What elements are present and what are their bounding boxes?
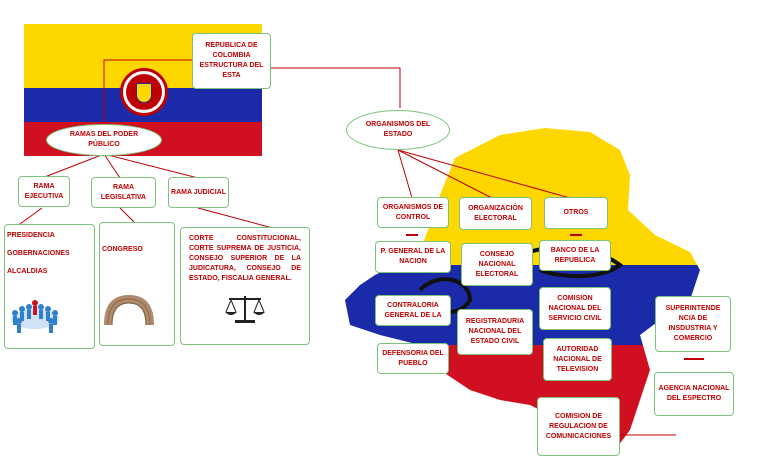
rama-judicial-node: RAMA JUDICIAL xyxy=(168,177,229,208)
otros-item-superintendencia: SUPERINTENDE NCIA DE INSDUSTRIA Y COMERC… xyxy=(655,296,731,352)
otros-item-label: AGENCIA NACIONAL DEL ESPECTRO xyxy=(658,385,730,402)
rama-judicial-label: RAMA JUDICIAL xyxy=(171,188,226,196)
coat-of-arms-emblem xyxy=(120,68,168,116)
control-item-procuraduria: P. GENERAL DE LA NACION xyxy=(375,241,451,273)
control-item-label: DEFENSORIA DEL PUEBLO xyxy=(382,349,444,367)
connector-legislativa-content xyxy=(119,207,135,223)
otros-label: OTROS xyxy=(563,209,589,216)
control-item-defensoria: DEFENSORIA DEL PUEBLO xyxy=(377,343,449,374)
electoral-label: ORGANIZACIÓN ELECTORAL xyxy=(468,204,523,222)
electoral-node: ORGANIZACIÓN ELECTORAL xyxy=(459,197,532,230)
connector-organismos-control xyxy=(397,149,413,199)
scales-icon xyxy=(225,296,265,323)
ejecutiva-item: GOBERNACIONES xyxy=(7,250,70,257)
control-label: ORGANISMOS DE CONTROL xyxy=(382,203,444,221)
otros-item-agencia: AGENCIA NACIONAL DEL ESPECTRO xyxy=(654,372,734,416)
otros-item-label: COMISION DE REGULACION DE COMUNICACIONES xyxy=(545,412,612,440)
judicial-item: CORTE CONSTITUCIONAL, CORTE SUPREMA DE J… xyxy=(189,235,301,282)
judicial-content: CORTE CONSTITUCIONAL, CORTE SUPREMA DE J… xyxy=(180,227,310,345)
otros-node: OTROS xyxy=(544,197,608,229)
legislativa-content: CONGRESO xyxy=(99,222,175,346)
control-separator xyxy=(406,234,418,236)
rama-legislativa-node: RAMA LEGISLATIVA xyxy=(91,177,156,208)
connector-judicial-content xyxy=(197,207,281,231)
root-node: REPUBLICA DE COLOMBIA ESTRUCTURA DEL EST… xyxy=(192,33,271,89)
otros-item-comunicaciones: COMISION DE REGULACION DE COMUNICACIONES xyxy=(537,397,620,456)
otros-item-label: BANCO DE LA REPUBLICA xyxy=(550,246,600,264)
otros-item-servicio-civil: COMISION NACIONAL DEL SERVICIO CIVIL xyxy=(539,287,611,330)
people-group-icon xyxy=(11,300,59,333)
connector-ramas-legislativa xyxy=(103,153,121,179)
rama-ejecutiva-label: RAMA EJECUTIVA xyxy=(24,182,64,200)
electoral-item-registraduria: REGISTRADURIA NACIONAL DEL ESTADO CIVIL xyxy=(457,309,533,355)
connector-organismos-otros xyxy=(397,149,571,199)
connector-root-ramas xyxy=(103,59,192,128)
parliament-icon xyxy=(104,295,154,326)
electoral-item-consejo: CONSEJO NACIONAL ELECTORAL xyxy=(461,243,533,286)
rama-ejecutiva-node: RAMA EJECUTIVA xyxy=(18,176,70,207)
ejecutiva-item: ALCALDIAS xyxy=(7,268,48,275)
otros-item-label: SUPERINTENDE NCIA DE INSDUSTRIA Y COMERC… xyxy=(665,305,721,342)
control-node: ORGANISMOS DE CONTROL xyxy=(377,197,449,228)
control-item-label: P. GENERAL DE LA NACION xyxy=(380,248,446,265)
root-label: REPUBLICA DE COLOMBIA ESTRUCTURA DEL EST… xyxy=(199,42,264,79)
ejecutiva-content: PRESIDENCIA GOBERNACIONES ALCALDIAS xyxy=(4,224,95,349)
otros-item-label: COMISION NACIONAL DEL SERVICIO CIVIL xyxy=(548,294,602,322)
connector-ejecutiva-content xyxy=(19,207,43,225)
connector-ramas-judicial xyxy=(103,153,199,179)
otros-item-television: AUTORIDAD NACIONAL DE TELEVISION xyxy=(543,338,612,381)
legislativa-item: CONGRESO xyxy=(102,246,143,253)
emblem-shield-icon xyxy=(136,83,152,103)
ejecutiva-item: PRESIDENCIA xyxy=(7,232,55,239)
superintendencia-separator xyxy=(684,358,704,360)
ramas-node: RAMAS DEL PODER PÚBLICO xyxy=(46,124,162,156)
otros-item-label: AUTORIDAD NACIONAL DE TELEVISION xyxy=(553,345,602,373)
connector-organismos-electoral xyxy=(397,149,493,199)
otros-separator xyxy=(570,234,582,236)
connector-root-organismos xyxy=(271,67,401,108)
rama-legislativa-label: RAMA LEGISLATIVA xyxy=(100,183,147,201)
connector-ramas-ejecutiva xyxy=(41,153,105,179)
otros-item-banco: BANCO DE LA REPUBLICA xyxy=(539,240,611,271)
ramas-label: RAMAS DEL PODER PÚBLICO xyxy=(69,131,139,148)
organismos-label: ORGANISMOS DEL ESTADO xyxy=(365,121,431,138)
control-item-label: CONTRALORIA GENERAL DE LA xyxy=(384,301,442,319)
organismos-node: ORGANISMOS DEL ESTADO xyxy=(346,110,450,150)
electoral-item-label: REGISTRADURIA NACIONAL DEL ESTADO CIVIL xyxy=(465,318,525,345)
control-item-contraloria: CONTRALORIA GENERAL DE LA xyxy=(375,295,451,326)
electoral-item-label: CONSEJO NACIONAL ELECTORAL xyxy=(475,250,519,278)
